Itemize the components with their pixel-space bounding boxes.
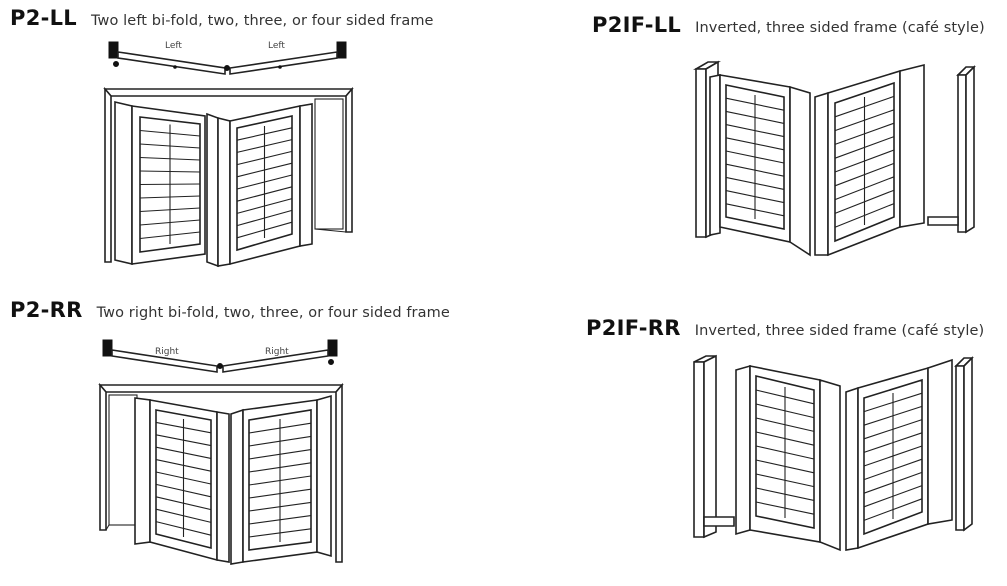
louver-slats — [725, 95, 895, 228]
diagram-header: P2IF-RR Inverted, three sided frame (caf… — [586, 316, 984, 340]
left-shutter-pair — [114, 100, 206, 266]
diagram-header: P2IF-LL Inverted, three sided frame (caf… — [592, 13, 985, 37]
track-plan-view: Left Left — [108, 41, 347, 75]
shutter-illustration — [693, 354, 974, 552]
diagram-code: P2IF-LL — [592, 13, 682, 37]
diagram-description: Two left bi-fold, two, three, or four si… — [90, 13, 434, 29]
shutter-illustration — [693, 60, 976, 257]
shutter-illustration — [103, 86, 354, 268]
diagram-description: Inverted, three sided frame (café style) — [694, 323, 985, 339]
track-label-right: Right — [265, 347, 289, 357]
diagram-code: P2-LL — [10, 6, 77, 30]
diagram-code: P2-RR — [10, 298, 83, 322]
louver-slats — [755, 387, 923, 521]
diagram-code: P2IF-RR — [586, 316, 681, 340]
track-label-left: Left — [165, 41, 182, 51]
louver-slats — [155, 419, 312, 542]
track-label-right: Left — [268, 41, 285, 51]
track-label-left: Right — [155, 347, 179, 357]
diagram-description: Two right bi-fold, two, three, or four s… — [96, 305, 450, 321]
diagram-header: P2-LL Two left bi-fold, two, three, or f… — [10, 6, 434, 30]
track-plan-view: Right Right — [102, 339, 338, 373]
louver-slats — [139, 124, 293, 244]
diagram-header: P2-RR Two right bi-fold, two, three, or … — [10, 298, 450, 322]
diagram-description: Inverted, three sided frame (café style) — [695, 20, 985, 36]
shutter-illustration — [98, 382, 344, 565]
